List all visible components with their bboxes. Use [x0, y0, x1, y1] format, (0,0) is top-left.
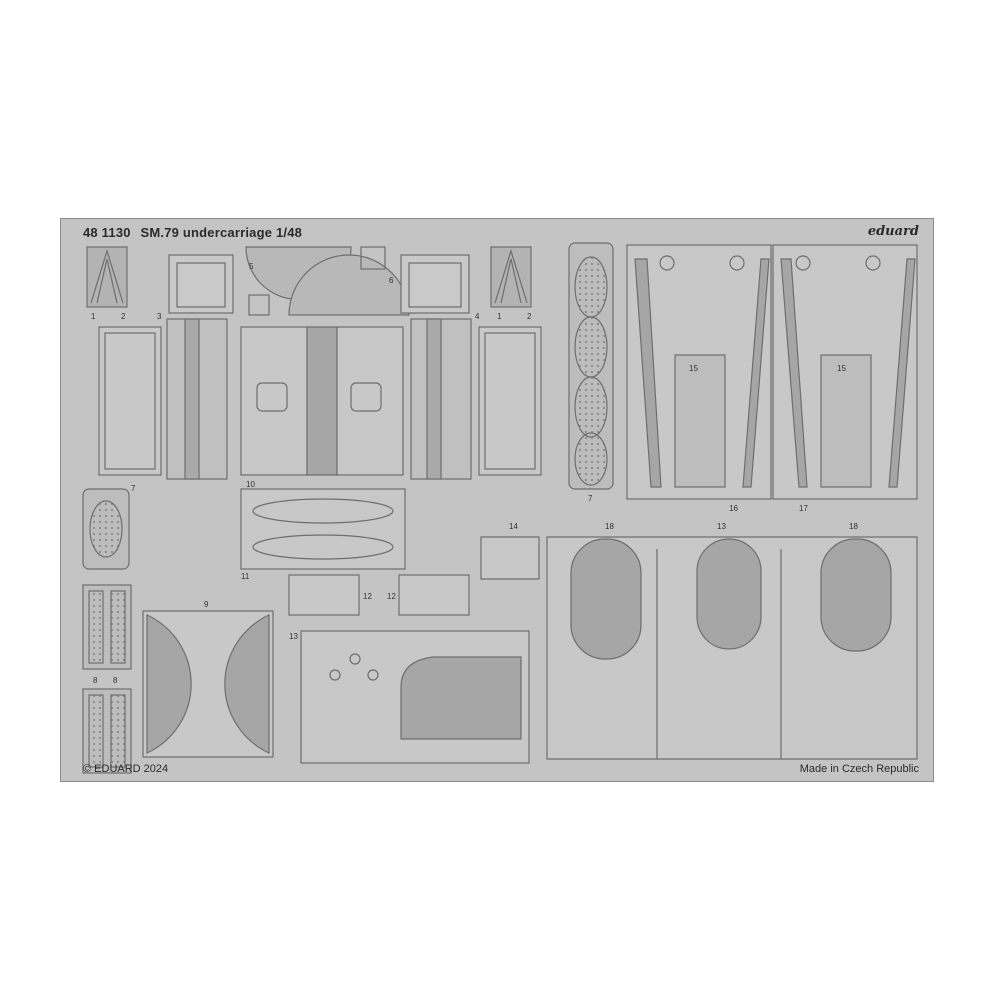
pn-8a: 8	[93, 676, 98, 685]
pn-15a: 15	[689, 364, 698, 373]
pn-13a: 13	[289, 632, 298, 641]
part-1-right	[490, 246, 532, 308]
part-10	[240, 488, 406, 570]
pn-6a: 6	[389, 276, 394, 285]
pn-2b: 2	[527, 312, 532, 321]
photo-etch-fret: 1 2 3 5 6 4 1 2 7 7 10 11 12 12 9 13 14 …	[60, 218, 934, 782]
pn-2a: 2	[121, 312, 126, 321]
part-4-frame	[400, 254, 470, 314]
pn-7a: 7	[131, 484, 136, 493]
pn-16: 16	[729, 504, 738, 513]
product-code: 48 1130	[83, 225, 131, 240]
pn-1b: 1	[497, 312, 502, 321]
pn-9: 9	[204, 600, 209, 609]
door-left-inner	[240, 326, 308, 476]
pn-18a: 18	[605, 522, 614, 531]
part-14	[480, 536, 540, 580]
pn-12b: 12	[387, 592, 396, 601]
part-12-left	[288, 574, 360, 616]
pn-11: 11	[241, 572, 250, 581]
pn-8b: 8	[113, 676, 118, 685]
pn-4a: 4	[475, 312, 480, 321]
pn-13b: 13	[717, 522, 726, 531]
pn-12a: 12	[363, 592, 372, 601]
pn-15b: 15	[837, 364, 846, 373]
pn-10: 10	[246, 480, 255, 489]
part-1-left	[86, 246, 128, 308]
pn-14: 14	[509, 522, 518, 531]
pn-3a: 3	[157, 312, 162, 321]
part-3-frame	[168, 254, 234, 314]
product-title: SM.79 undercarriage 1/48	[140, 225, 303, 240]
pn-17: 17	[799, 504, 808, 513]
door-left-outer	[98, 326, 162, 476]
door-right-inner	[336, 326, 404, 476]
fret-artwork: 1 2 3 5 6 4 1 2 7 7 10 11 12 12 9 13 14 …	[82, 242, 918, 774]
brand-logo: eduard	[867, 224, 919, 239]
origin-text: Made in Czech Republic	[799, 763, 919, 775]
center-spine	[306, 326, 338, 476]
pn-7b: 7	[588, 494, 593, 503]
pn-18b: 18	[849, 522, 858, 531]
product-label: 48 1130 SM.79 undercarriage 1/48	[83, 225, 302, 240]
part-12-right	[398, 574, 470, 616]
pn-5a: 5	[249, 262, 254, 271]
door-right-outer	[478, 326, 542, 476]
pn-1a: 1	[91, 312, 96, 321]
copyright-text: © EDUARD 2024	[83, 763, 169, 775]
